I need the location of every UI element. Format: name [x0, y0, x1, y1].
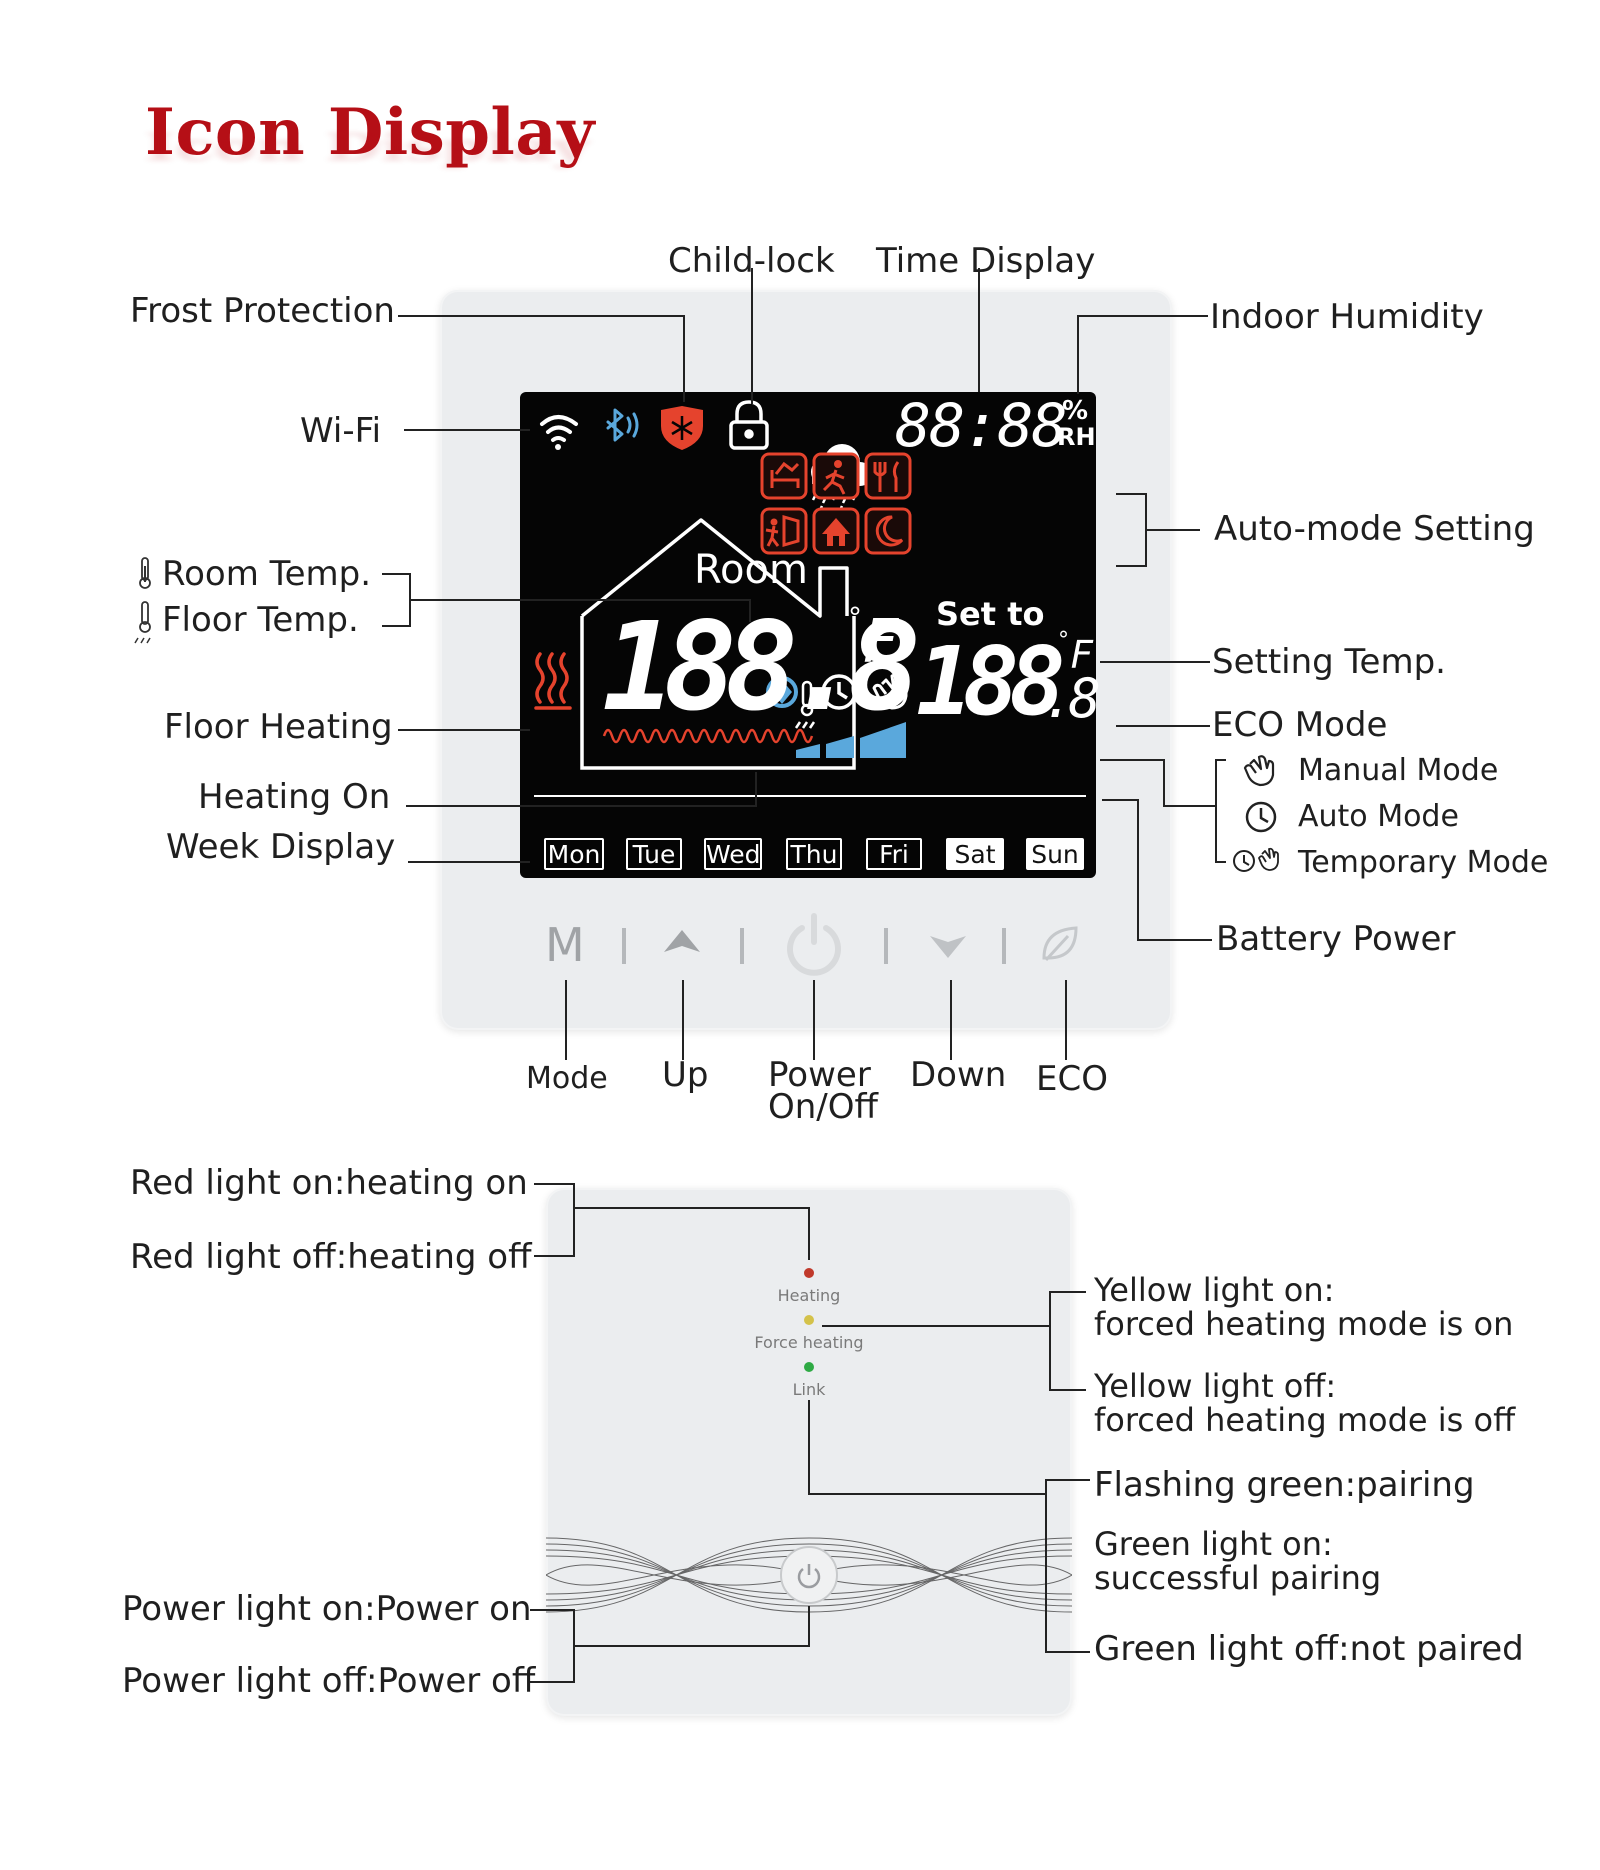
- button-glyphs: [622, 928, 1006, 964]
- wake-up-icon: [760, 452, 808, 500]
- label-battery-power: Battery Power: [1216, 919, 1456, 959]
- frost-shield-icon: [661, 406, 703, 450]
- auto-mode-icons: [760, 452, 912, 555]
- sleep-icon: [864, 507, 912, 555]
- meal-icon: [864, 452, 912, 500]
- power-icon[interactable]: [784, 912, 844, 976]
- label-floor-heating: Floor Heating: [164, 707, 393, 747]
- label-auto-mode-setting: Auto-mode Setting: [1214, 509, 1535, 549]
- label-indoor-humidity: Indoor Humidity: [1210, 297, 1484, 337]
- label-frost-protection: Frost Protection: [130, 291, 395, 331]
- wifi-icon: [540, 415, 578, 450]
- label-yellow-off-line1: Yellow light off:: [1094, 1367, 1337, 1405]
- set-to-label: Set to: [936, 595, 1045, 633]
- floor-thermometer-icon: [794, 680, 816, 729]
- label-floor-temp: Floor Temp.: [162, 600, 359, 640]
- title-reflection: Icon Display: [145, 125, 589, 170]
- up-arrow-icon[interactable]: [662, 926, 702, 956]
- label-setting-temp: Setting Temp.: [1212, 642, 1446, 682]
- mode-button[interactable]: M: [545, 918, 585, 972]
- label-power-line1: Power: [768, 1055, 871, 1095]
- heating-led-label: Heating: [777, 1286, 841, 1305]
- label-green-off: Green light off:not paired: [1094, 1629, 1524, 1669]
- label-power-light-off: Power light off:Power off: [122, 1661, 536, 1701]
- force-heating-led-label: Force heating: [754, 1333, 864, 1352]
- room-label: Room: [694, 547, 808, 593]
- label-eco: ECO: [1036, 1059, 1108, 1099]
- page-title: Icon Display: [145, 95, 595, 170]
- label-yellow-off-line2: forced heating mode is off: [1094, 1401, 1516, 1439]
- eco-leaf-icon[interactable]: [1038, 922, 1082, 966]
- label-up: Up: [662, 1055, 709, 1095]
- label-yellow-on-line1: Yellow light on:: [1094, 1271, 1335, 1309]
- setting-temp-value: 188: [916, 628, 1066, 737]
- label-red-off: Red light off:heating off: [130, 1237, 532, 1277]
- label-child-lock: Child-lock: [668, 241, 835, 281]
- label-wifi: Wi-Fi: [300, 411, 382, 451]
- day-sun: Sun: [1026, 838, 1084, 870]
- home-icon: [812, 507, 860, 555]
- label-week-display: Week Display: [166, 827, 396, 867]
- room-unit-degree: °: [848, 601, 862, 634]
- day-fri: Fri: [866, 838, 922, 870]
- label-room-temp: Room Temp.: [162, 554, 372, 594]
- label-manual-mode: Manual Mode: [1298, 753, 1499, 788]
- room-unit: F: [862, 607, 899, 677]
- label-down: Down: [910, 1055, 1007, 1095]
- heating-coil-icon: [602, 728, 814, 744]
- day-tue: Tue: [626, 838, 682, 870]
- temporary-mode-icon: [1233, 847, 1279, 872]
- padlock-icon: [729, 400, 769, 450]
- setting-temp-decimal: .8: [1042, 667, 1101, 730]
- house-outline: [580, 518, 849, 618]
- day-sat: Sat: [946, 838, 1004, 870]
- hand-icon: [872, 673, 908, 710]
- humidity-rh: RH: [1057, 423, 1096, 451]
- leave-home-icon: [812, 452, 860, 500]
- label-flashing-green: Flashing green:pairing: [1094, 1465, 1475, 1505]
- lcd-graphics: [534, 400, 1086, 797]
- heating-led: [804, 1268, 814, 1278]
- room-temp-value: 188.8: [602, 596, 921, 738]
- label-green-on-line2: successful pairing: [1094, 1559, 1382, 1597]
- label-time-display: Time Display: [876, 241, 1096, 281]
- eco-mode-icon: [766, 676, 798, 708]
- return-home-icon: [760, 507, 808, 555]
- label-mode: Mode: [526, 1061, 608, 1096]
- label-temporary-mode: Temporary Mode: [1298, 845, 1549, 880]
- battery-icon: [796, 722, 906, 758]
- label-auto-mode: Auto Mode: [1298, 799, 1459, 834]
- label-eco-mode: ECO Mode: [1212, 705, 1388, 745]
- thermometer-icon: [139, 557, 151, 589]
- day-thu: Thu: [786, 838, 842, 870]
- link-led-label: Link: [792, 1380, 826, 1399]
- day-wed: Wed: [704, 838, 762, 870]
- setting-unit: F: [1070, 633, 1093, 677]
- auto-mode-clock-icon: [1245, 801, 1277, 833]
- time-display: 88:88: [895, 391, 1068, 461]
- floor-heating-icon: [534, 652, 572, 710]
- manual-mode-hand-icon: [1243, 755, 1275, 787]
- label-green-on-line1: Green light on:: [1094, 1525, 1333, 1563]
- label-power-light-on: Power light on:Power on: [122, 1589, 532, 1629]
- humidity-percent: %: [1062, 396, 1089, 426]
- label-power-line2: On/Off: [768, 1087, 878, 1127]
- label-red-on: Red light on:heating on: [130, 1163, 528, 1203]
- clock-icon: [821, 674, 857, 710]
- label-yellow-on-line2: forced heating mode is on: [1094, 1305, 1514, 1343]
- force-heating-led: [804, 1315, 814, 1325]
- bluetooth-icon: [606, 408, 639, 442]
- day-mon: Mon: [544, 838, 604, 870]
- label-heating-on: Heating On: [198, 777, 391, 817]
- floor-thermometer-label-icon: [134, 601, 151, 644]
- down-arrow-icon[interactable]: [928, 932, 968, 962]
- receiver-power-icon[interactable]: [795, 1561, 823, 1589]
- setting-unit-degree: °: [1058, 628, 1069, 653]
- link-led: [804, 1362, 814, 1372]
